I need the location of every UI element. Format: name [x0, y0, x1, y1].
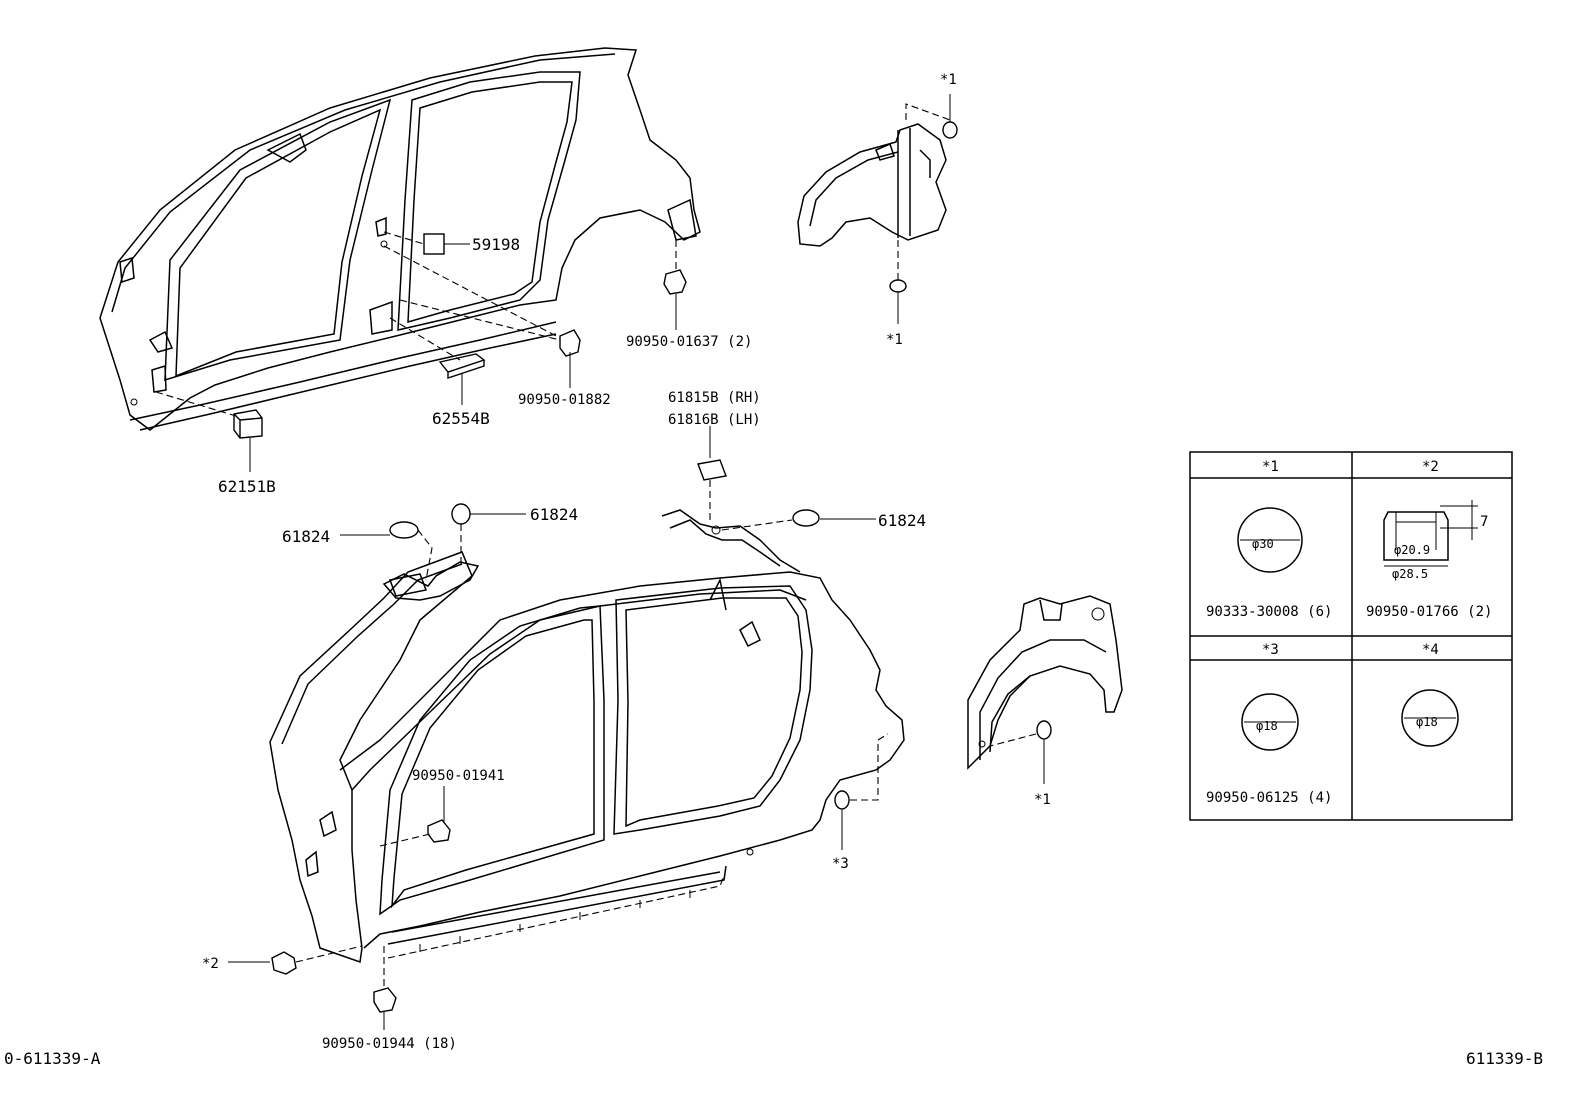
label-90950-01637: 90950-01637 (2)	[626, 334, 752, 350]
callout-star3: *3	[832, 856, 849, 872]
footer-right-code: 611339-B	[1466, 1049, 1543, 1068]
legend-height-star2: 7	[1480, 514, 1488, 530]
legend-header-star1: *1	[1262, 459, 1279, 475]
label-62151B: 62151B	[218, 477, 276, 496]
legend-part-star3: 90950-06125 (4)	[1206, 790, 1332, 806]
label-90950-01882: 90950-01882	[518, 392, 611, 408]
legend-part-star1: 90333-30008 (6)	[1206, 604, 1332, 620]
hole-plug-star1-top	[942, 121, 958, 139]
cap-61824-right	[792, 509, 820, 527]
cap-61824-left	[389, 521, 419, 539]
inner-side-panel-drawing	[269, 509, 905, 964]
legend-header-star4: *4	[1422, 642, 1439, 658]
legend-part-star2: 90950-01766 (2)	[1366, 604, 1492, 620]
legend-diameter-star1: φ30	[1252, 537, 1274, 551]
pad-59198	[423, 233, 445, 255]
outer-side-panel-drawing	[99, 47, 701, 431]
callout-star1-top: *1	[940, 72, 957, 88]
label-90950-01941: 90950-01941	[412, 768, 505, 784]
plug-90950-01882	[559, 329, 581, 357]
grommet-star2	[271, 951, 297, 975]
footer-left-code: 0-611339-A	[4, 1049, 101, 1068]
hole-plug-star1-low	[1036, 720, 1052, 740]
hole-plug-star3	[834, 790, 850, 810]
pillar-bracket	[382, 561, 480, 601]
legend-header-star3: *3	[1262, 642, 1279, 658]
plug-90950-01941	[427, 819, 451, 843]
legend-table: *1 φ30 90333-30008 (6) *2 7 φ20.9 φ28.5 …	[1189, 451, 1513, 821]
label-61815B: 61815B (RH)	[668, 390, 761, 406]
label-90950-01944: 90950-01944 (18)	[322, 1036, 457, 1052]
cap-61824-center	[451, 503, 471, 525]
legend-diameter-star4: φ18	[1416, 715, 1438, 729]
plug-90950-01637	[663, 269, 687, 295]
callout-star2: *2	[202, 956, 219, 972]
label-62554B: 62554B	[432, 409, 490, 428]
inner-wheel-housing-lower	[967, 595, 1123, 770]
label-61816B: 61816B (LH)	[668, 412, 761, 428]
callout-star1-mid: *1	[886, 332, 903, 348]
legend-header-star2: *2	[1422, 459, 1439, 475]
pad-62554B	[438, 353, 486, 379]
legend-outer-star2: φ28.5	[1392, 567, 1428, 581]
block-62151B	[233, 409, 263, 439]
legend-inner-star2: φ20.9	[1394, 543, 1430, 557]
plug-90950-01944	[373, 987, 397, 1013]
label-61824-right: 61824	[878, 511, 926, 530]
label-61824-center: 61824	[530, 505, 578, 524]
callout-star1-low: *1	[1034, 792, 1051, 808]
legend-diameter-star3: φ18	[1256, 719, 1278, 733]
hole-plug-star1-mid	[889, 279, 907, 293]
label-59198: 59198	[472, 235, 520, 254]
pad-61815B-61816B	[697, 459, 727, 481]
inner-wheel-housing-upper	[797, 123, 947, 247]
label-61824-left: 61824	[282, 527, 330, 546]
